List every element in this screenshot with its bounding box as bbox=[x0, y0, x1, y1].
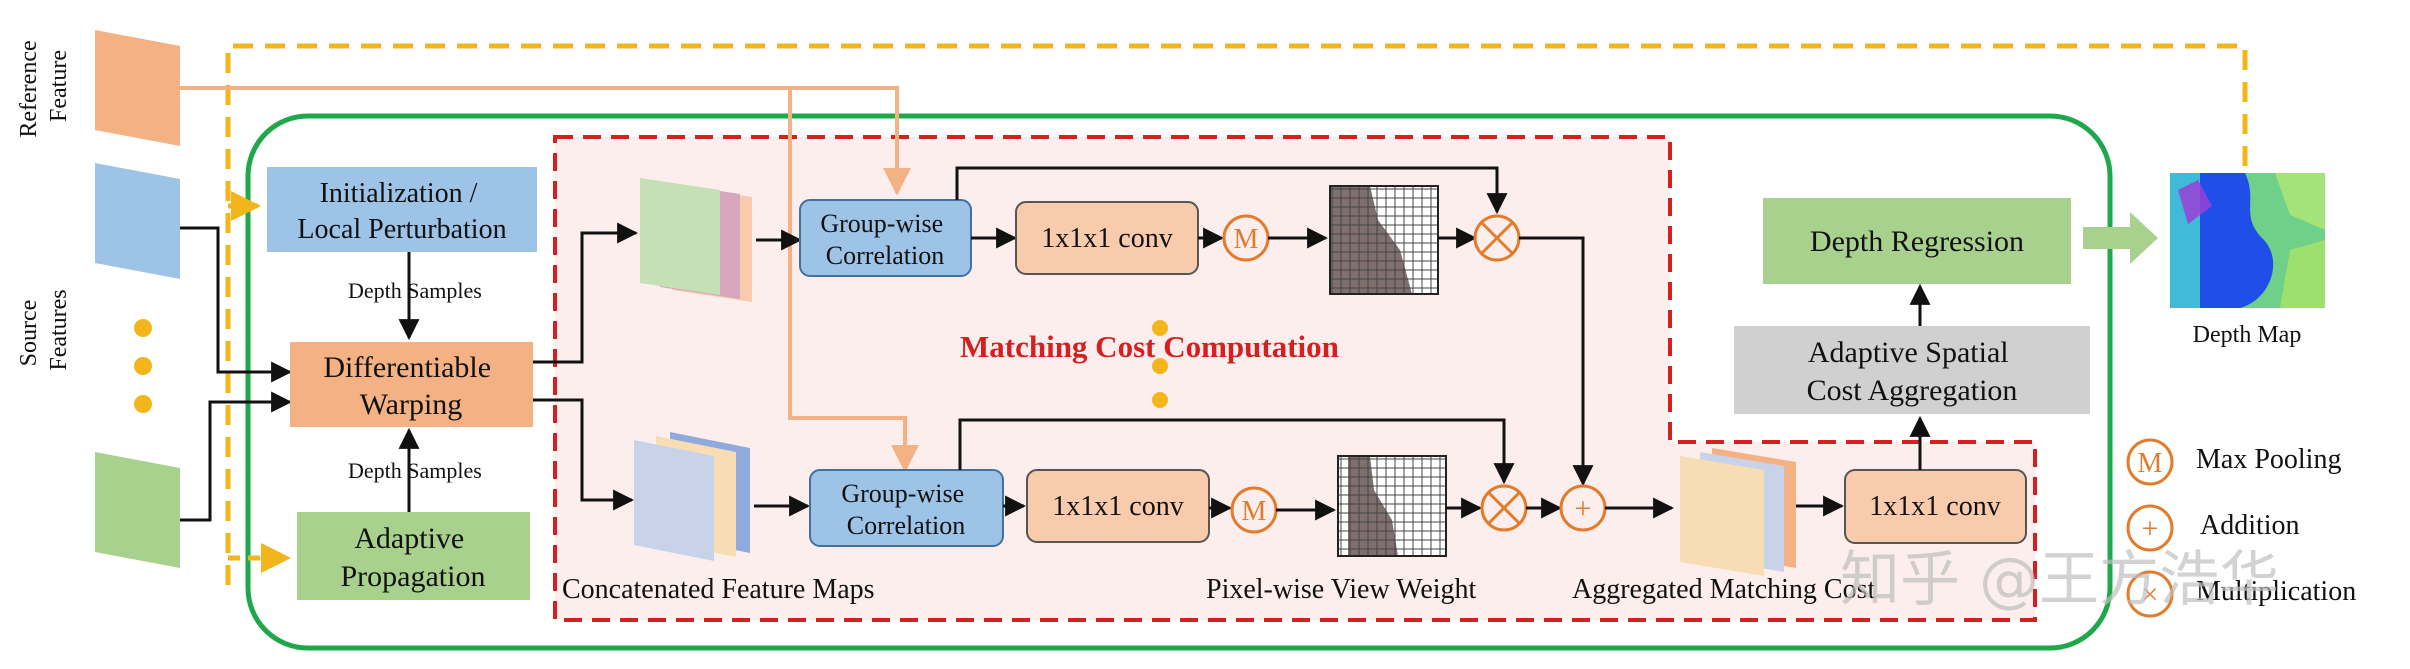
max-pool-bottom-symbol: M bbox=[1242, 496, 1267, 527]
warp-to-bottom-maps bbox=[533, 398, 635, 511]
source-label-line2: Features bbox=[46, 289, 72, 370]
depth-regression-box bbox=[1763, 198, 2071, 284]
conv-bottom-label: 1x1x1 conv bbox=[1052, 491, 1183, 522]
init-box-text: Initialization / Local Perturbation bbox=[297, 178, 506, 245]
max-pool-top-symbol: M bbox=[1234, 224, 1259, 255]
legend-max-pool-icon bbox=[2126, 438, 2174, 486]
source-label: Source Features bbox=[16, 289, 72, 370]
matching-cost-title: Matching Cost Computation bbox=[960, 329, 1339, 364]
sourcen-to-warp bbox=[180, 391, 293, 522]
top-skip-line bbox=[955, 166, 1508, 215]
propagation-line1: Adaptive bbox=[354, 522, 464, 555]
ref-line-to-gwc-bottom bbox=[788, 88, 919, 473]
reference-label: Reference Feature bbox=[16, 34, 72, 137]
warp-line1: Differentiable bbox=[323, 351, 491, 384]
depth-samples-top-label: Depth Samples bbox=[348, 278, 482, 303]
output-arrow bbox=[2083, 212, 2158, 264]
init-line2: Local Perturbation bbox=[297, 214, 506, 245]
top-feature-stack bbox=[640, 178, 752, 302]
propagation-line2: Propagation bbox=[341, 560, 486, 593]
depth-map-image bbox=[2170, 173, 2325, 308]
gwc-top-line1: Group-wise bbox=[820, 209, 943, 238]
agg-cost-label: Aggregated Matching Cost bbox=[1572, 574, 1875, 605]
warp-box-text: Differentiable Warping bbox=[323, 351, 498, 421]
conv-top-label: 1x1x1 conv bbox=[1041, 223, 1172, 254]
gwc-bottom-line2: Correlation bbox=[847, 511, 965, 540]
conv-bottom-box bbox=[1026, 469, 1210, 543]
legend: M Max Pooling + Addition × Multiplicatio… bbox=[2126, 438, 2356, 618]
gwc-bottom-line1: Group-wise bbox=[841, 479, 964, 508]
aggregated-cost-stack bbox=[1680, 448, 1796, 576]
bottom-skip-line bbox=[958, 418, 1515, 485]
addition-symbol: + bbox=[1575, 492, 1592, 525]
network-container bbox=[245, 113, 2113, 651]
reference-feature-map bbox=[95, 30, 180, 146]
conv-agg-box bbox=[1844, 469, 2027, 544]
ellipsis-dot bbox=[1152, 392, 1168, 408]
ellipsis-dot bbox=[1152, 320, 1168, 336]
legend-multiply-symbol: × bbox=[2142, 578, 2159, 611]
view-weight-label: Pixel-wise View Weight bbox=[1206, 574, 1477, 605]
source-feature-map-1 bbox=[95, 163, 180, 279]
propagation-box-text: Adaptive Propagation bbox=[341, 522, 486, 593]
watermark: 知乎 @王方浩华 bbox=[1840, 545, 2279, 615]
init-box bbox=[267, 167, 537, 252]
source-feature-map-n bbox=[95, 452, 180, 568]
spatial-agg-line1: Adaptive Spatial bbox=[1808, 336, 2009, 369]
gwc-bottom-text: Group-wise Correlation bbox=[841, 479, 970, 540]
yellow-dashed-loop bbox=[225, 43, 2248, 585]
mult-top-to-add bbox=[1519, 236, 1594, 487]
gwc-bottom-box bbox=[809, 469, 1004, 547]
depth-map-label: Depth Map bbox=[2193, 322, 2302, 348]
init-line1: Initialization / bbox=[320, 178, 478, 209]
warp-line2: Warping bbox=[360, 388, 463, 421]
gwc-top-text: Group-wise Correlation bbox=[820, 209, 949, 270]
legend-multiply-label: Multiplication bbox=[2196, 576, 2356, 607]
source-label-line1: Source bbox=[16, 300, 42, 367]
legend-addition-icon bbox=[2126, 504, 2174, 552]
view-weight-grid-top bbox=[1329, 185, 1439, 295]
depth-regression-label: Depth Regression bbox=[1810, 225, 2024, 258]
ellipsis-dot bbox=[134, 319, 152, 337]
legend-max-pool-symbol: M bbox=[2138, 448, 2163, 479]
reference-label-line1: Reference bbox=[16, 40, 42, 137]
propagation-box bbox=[297, 512, 530, 600]
view-weight-grid-bottom bbox=[1337, 455, 1447, 557]
warp-to-top-maps bbox=[533, 222, 639, 364]
conv-agg-label: 1x1x1 conv bbox=[1869, 491, 2000, 522]
ellipsis-dot bbox=[1152, 358, 1168, 374]
legend-max-pool-label: Max Pooling bbox=[2196, 444, 2341, 475]
spatial-agg-line2: Cost Aggregation bbox=[1807, 374, 2018, 407]
spatial-agg-box bbox=[1734, 326, 2090, 414]
reference-label-line2: Feature bbox=[46, 50, 72, 122]
ellipsis-dot bbox=[134, 395, 152, 413]
depth-samples-bottom-label: Depth Samples bbox=[348, 458, 482, 483]
spatial-agg-text: Adaptive Spatial Cost Aggregation bbox=[1807, 336, 2018, 407]
legend-multiply-icon bbox=[2126, 570, 2174, 618]
warp-box bbox=[290, 342, 533, 427]
source1-to-warp bbox=[180, 226, 293, 383]
concat-maps-label: Concatenated Feature Maps bbox=[562, 574, 875, 605]
ref-line-to-gwc-top bbox=[180, 86, 911, 196]
ellipsis-dot bbox=[134, 357, 152, 375]
legend-addition-label: Addition bbox=[2200, 510, 2300, 541]
gwc-top-line2: Correlation bbox=[826, 241, 944, 270]
legend-addition-symbol: + bbox=[2142, 512, 2159, 545]
bottom-feature-stack bbox=[634, 432, 750, 561]
